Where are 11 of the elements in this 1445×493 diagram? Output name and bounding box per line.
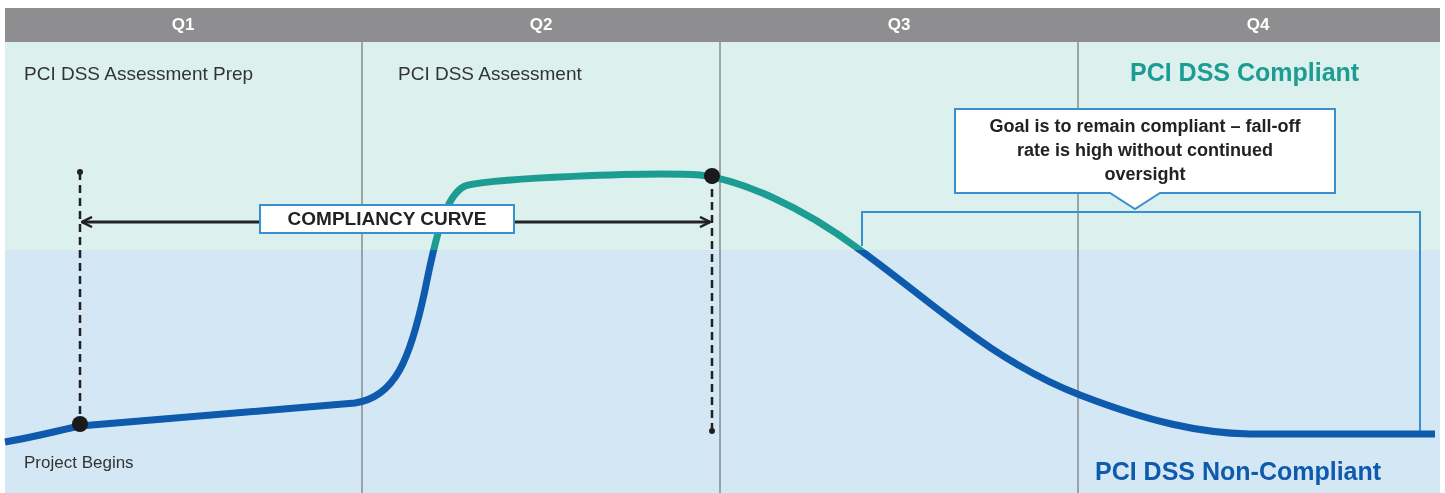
zone-label: PCI DSS Non-Compliant bbox=[1095, 456, 1382, 486]
callout-box: Goal is to remain compliant – fall-off rate is high without continued oversight bbox=[954, 108, 1336, 210]
phase-label: PCI DSS Assessment bbox=[398, 63, 582, 85]
quarter-heading: Q1 bbox=[171, 15, 195, 35]
quarter-heading: Q4 bbox=[1246, 15, 1270, 35]
milestone-label: Project Begins bbox=[24, 453, 134, 473]
zone-label: PCI DSS Compliant bbox=[1130, 57, 1360, 87]
title-label-box: COMPLIANCY CURVE bbox=[259, 204, 515, 234]
quarter-heading: Q3 bbox=[887, 15, 911, 35]
quarter-heading: Q2 bbox=[529, 15, 553, 35]
phase-label: PCI DSS Assessment Prep bbox=[24, 63, 254, 85]
